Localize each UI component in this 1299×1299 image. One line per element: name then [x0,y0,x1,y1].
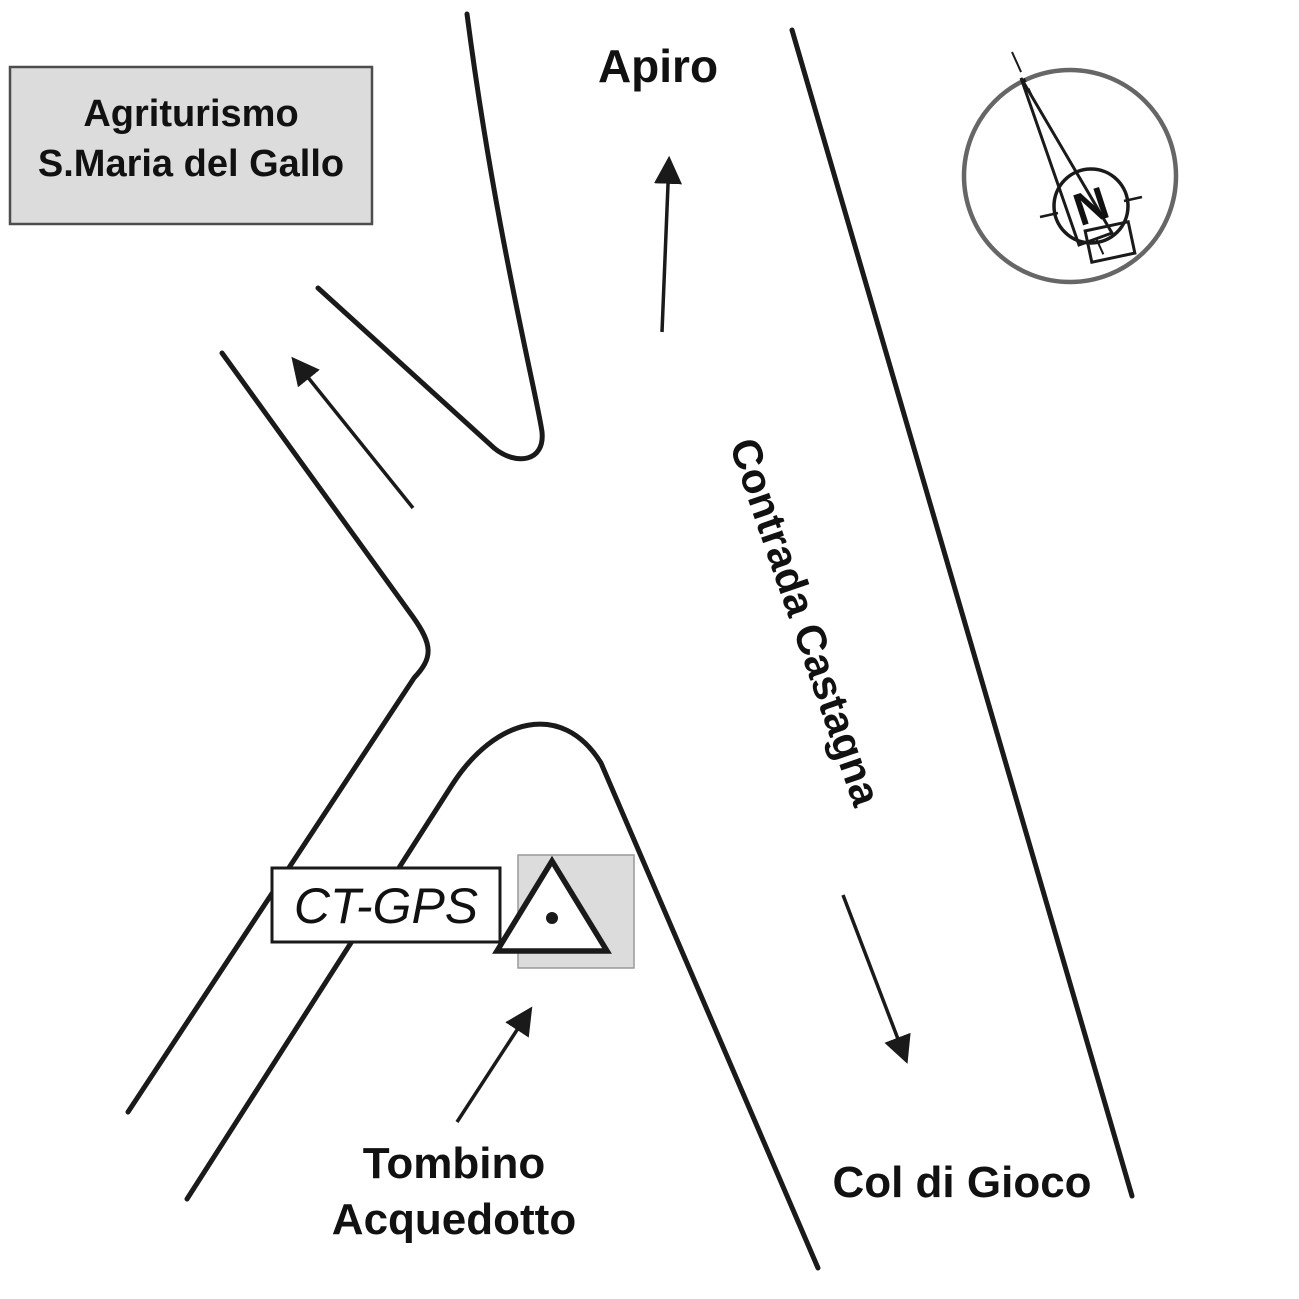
ct-gps-label: CT-GPS [294,878,478,934]
road-main-left-top-edge [315,11,545,462]
col-di-gioco-label: Col di Gioco [832,1158,1091,1207]
road-main-right-edge [789,27,1135,1199]
compass-tick-left [1039,211,1059,219]
compass-base-square [1083,219,1137,265]
arrow-branch-upper-left [291,356,415,510]
compass-n-circle [1052,167,1130,245]
tombino-label-line1: Tombino [363,1139,545,1188]
compass-needle [1019,77,1115,247]
road-branch-sw-edge [125,350,431,1115]
direction-arrows [291,155,911,1123]
contrada-castagna-label: Contrada Castagna [721,432,891,812]
apiro-label: Apiro [598,40,718,92]
road-main-left-bottom-edge [184,721,821,1271]
road-network [125,11,1135,1271]
ct-gps-box: CT-GPS [270,866,502,944]
agriturismo-label-line2: S.Maria del Gallo [38,143,344,185]
arrow-to-apiro [654,155,683,333]
tombino-label-line2: Acquedotto [332,1195,576,1244]
compass-rose: N [961,51,1179,285]
arrow-to-tombino [455,1006,533,1123]
compass-tick-right [1123,195,1143,203]
agriturismo-box-frame [8,65,374,226]
ct-gps-box-frame [270,866,502,944]
survey-marker [492,854,635,969]
agriturismo-label-line1: Agriturismo [83,93,298,135]
arrow-to-col-di-gioco [841,894,911,1064]
survey-marker-dot [546,912,558,924]
agriturismo-box: Agriturismo S.Maria del Gallo [8,65,374,226]
survey-marker-triangle [492,855,612,954]
